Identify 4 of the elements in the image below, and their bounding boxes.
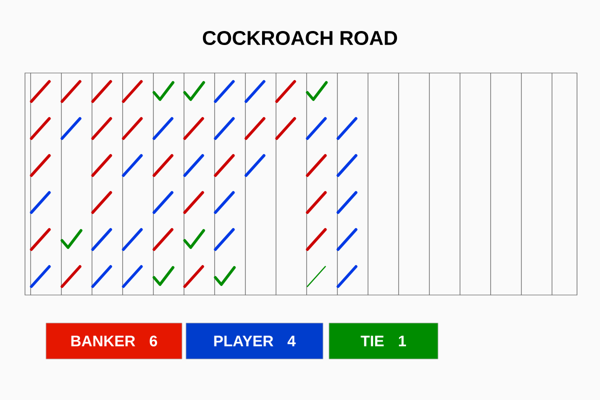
count-badge: BANKER 6: [46, 322, 182, 360]
count-badge: PLAYER 4: [186, 322, 324, 360]
title: COCKROACH ROAD: [202, 30, 398, 46]
count-badge: TIE 1: [328, 322, 438, 360]
